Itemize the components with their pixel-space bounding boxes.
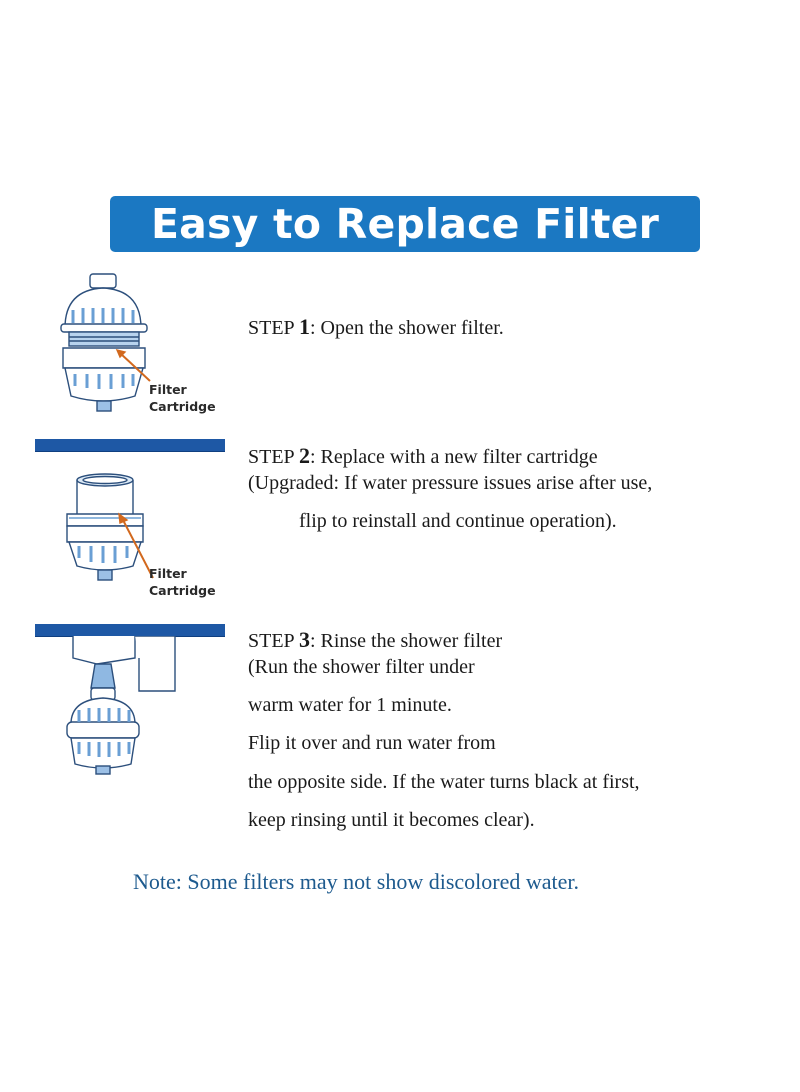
step-2-heading: STEP 2: Replace with a new filter cartri…: [248, 443, 598, 468]
filter-housing-open-icon: [35, 268, 225, 418]
filter-cartridge-label: Filter Cartridge: [149, 566, 216, 598]
step-number: 3: [298, 627, 310, 652]
step-2-detail-line: flip to reinstall and continue operation…: [299, 510, 617, 532]
step-3-detail-line: the opposite side. If the water turns bl…: [248, 771, 640, 793]
step-1-heading: STEP 1: Open the shower filter.: [248, 314, 504, 339]
filter-cartridge-insert-icon: [35, 470, 225, 605]
step-3-detail-line: warm water for 1 minute.: [248, 694, 452, 716]
note-text: Note: Some filters may not show discolor…: [133, 869, 580, 894]
step-2-divider-bar: [35, 439, 225, 452]
step-number: 1: [298, 314, 310, 339]
filter-cartridge-label: Filter Cartridge: [149, 382, 216, 414]
step-3-heading: STEP 3: Rinse the shower filter: [248, 627, 503, 652]
step-number: 2: [298, 443, 310, 468]
title-banner: Easy to Replace Filter: [110, 196, 700, 252]
step-3-detail-line: keep rinsing until it becomes clear).: [248, 809, 535, 831]
filter-rinse-under-tap-icon: [35, 635, 225, 776]
step-3-detail-line: (Run the shower filter under: [248, 656, 475, 678]
step-2-detail-line: (Upgraded: If water pressure issues aris…: [248, 472, 653, 494]
step-3-detail-line: Flip it over and run water from: [248, 732, 496, 754]
page-title: Easy to Replace Filter: [150, 200, 660, 248]
